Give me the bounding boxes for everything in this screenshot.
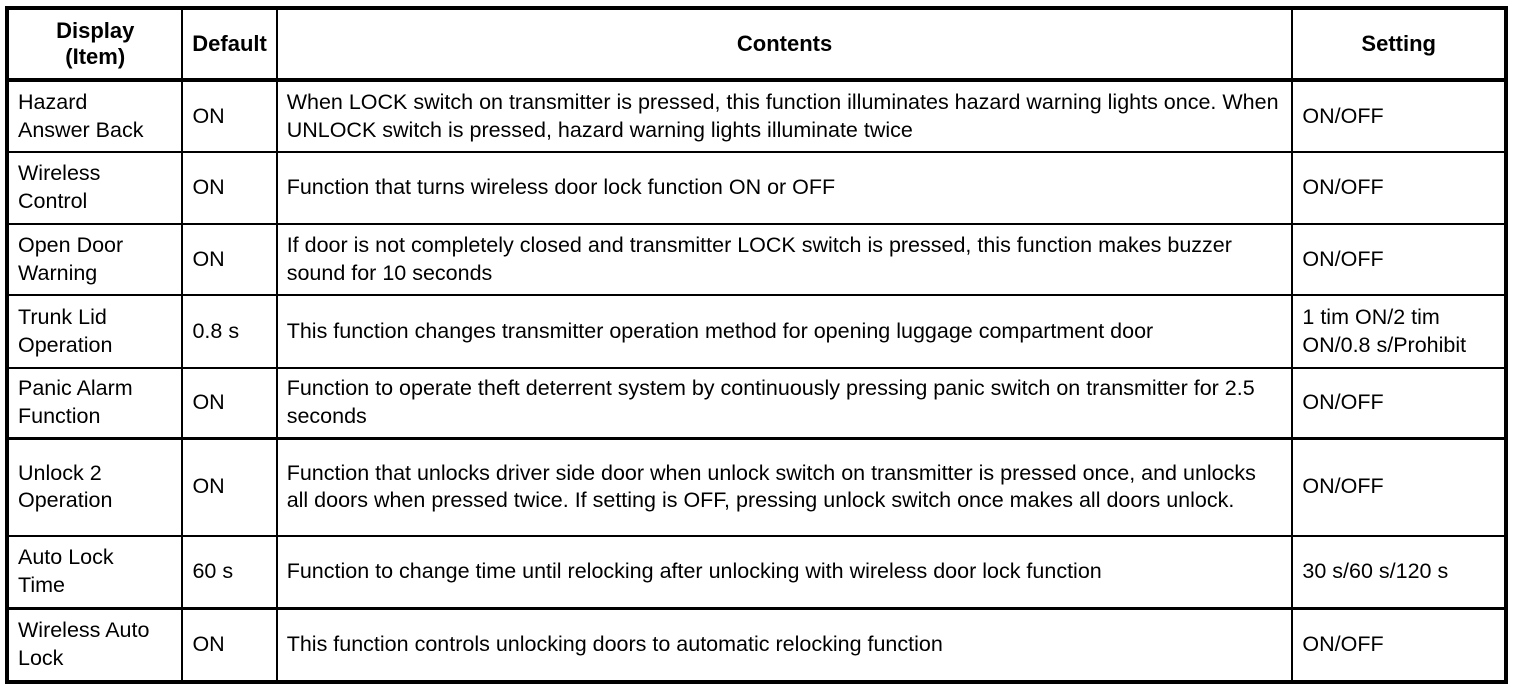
column-header-item-line1: Display [56,18,135,44]
cell-default: ON [181,79,278,153]
item-line1: Unlock 2 [18,460,102,485]
setting-line1: ON/OFF [1302,103,1384,128]
cell-default: ON [181,606,278,683]
column-header-item-line2: (Item) [65,44,126,69]
item-line2: Operation [18,488,113,513]
cell-item: Panic Alarm Function [5,367,184,439]
item-line2: Answer Back [18,117,144,142]
cell-setting: ON/OFF [1291,436,1507,537]
cell-contents: This function changes transmitter operat… [275,294,1294,369]
setting-line1: ON/OFF [1302,389,1384,414]
cell-item: Auto Lock Time [5,535,184,609]
table-header-row: Display (Item) Default Contents Setting [5,7,1507,82]
table-row: Wireless Auto Lock ON This function cont… [5,606,1507,683]
table-row: Open Door Warning ON If door is not comp… [5,223,1507,296]
cell-item: Unlock 2 Operation [5,436,184,537]
cell-setting: ON/OFF [1291,223,1507,296]
setting-line1: ON/OFF [1302,631,1384,656]
cell-contents: This function controls unlocking doors t… [275,606,1294,683]
function-settings-table: Display (Item) Default Contents Setting … [5,6,1508,684]
column-header-default-label: Default [192,31,267,57]
column-header-setting: Setting [1291,7,1507,82]
item-line2: Lock [18,645,64,670]
table-row: Panic Alarm Function ON Function to oper… [5,367,1507,439]
table-row: Unlock 2 Operation ON Function that unlo… [5,436,1507,537]
setting-line1: ON/OFF [1302,175,1384,200]
cell-setting: 1 tim ON/2 tim ON/0.8 s/Prohibit [1291,294,1507,369]
setting-line1: ON/OFF [1302,474,1384,499]
item-line2: Operation [18,332,113,357]
column-header-contents: Contents [275,7,1294,82]
cell-default: 0.8 s [181,294,278,369]
column-header-default: Default [181,7,278,82]
cell-contents: Function to operate theft deterrent syst… [275,367,1294,439]
cell-item: Hazard Answer Back [5,79,184,153]
cell-item: Wireless Auto Lock [5,606,184,683]
table-row: Auto Lock Time 60 s Function to change t… [5,535,1507,609]
setting-line1: 1 tim ON/2 tim [1302,304,1440,329]
setting-line1: 30 s/60 s/120 s [1302,558,1449,583]
column-header-item: Display (Item) [5,7,184,82]
table-row: Hazard Answer Back ON When LOCK switch o… [5,79,1507,153]
table-body: Hazard Answer Back ON When LOCK switch o… [5,79,1507,683]
item-line1: Open Door [18,232,124,257]
cell-contents: If door is not completely closed and tra… [275,223,1294,296]
cell-contents: Function that unlocks driver side door w… [275,436,1294,537]
item-line1: Trunk Lid [18,304,107,329]
cell-default: 60 s [181,535,278,609]
cell-default: ON [181,436,278,537]
cell-setting: ON/OFF [1291,367,1507,439]
cell-item: Trunk Lid Operation [5,294,184,369]
cell-item: Wireless Control [5,151,184,225]
item-line1: Panic Alarm [18,376,133,401]
cell-setting: ON/OFF [1291,606,1507,683]
cell-default: ON [181,223,278,296]
setting-line1: ON/OFF [1302,246,1384,271]
cell-default: ON [181,151,278,225]
item-line1: Hazard [18,89,88,114]
item-line2: Warning [18,260,98,285]
table-row: Wireless Control ON Function that turns … [5,151,1507,225]
cell-setting: 30 s/60 s/120 s [1291,535,1507,609]
setting-line2: ON/0.8 s/Prohibit [1302,332,1467,357]
cell-default: ON [181,367,278,439]
item-line1: Wireless [18,161,101,186]
item-line2: Time [18,572,65,597]
cell-setting: ON/OFF [1291,79,1507,153]
cell-contents: Function that turns wireless door lock f… [275,151,1294,225]
cell-setting: ON/OFF [1291,151,1507,225]
item-line2: Function [18,403,101,428]
table-row: Trunk Lid Operation 0.8 s This function … [5,294,1507,369]
cell-item: Open Door Warning [5,223,184,296]
cell-contents: Function to change time until relocking … [275,535,1294,609]
column-header-contents-label: Contents [736,31,833,57]
item-line1: Wireless Auto [18,618,150,643]
cell-contents: When LOCK switch on transmitter is press… [275,79,1294,153]
table-header: Display (Item) Default Contents Setting [5,7,1507,82]
item-line2: Control [18,189,88,213]
item-line1: Auto Lock [18,545,114,570]
column-header-setting-label: Setting [1361,31,1436,57]
